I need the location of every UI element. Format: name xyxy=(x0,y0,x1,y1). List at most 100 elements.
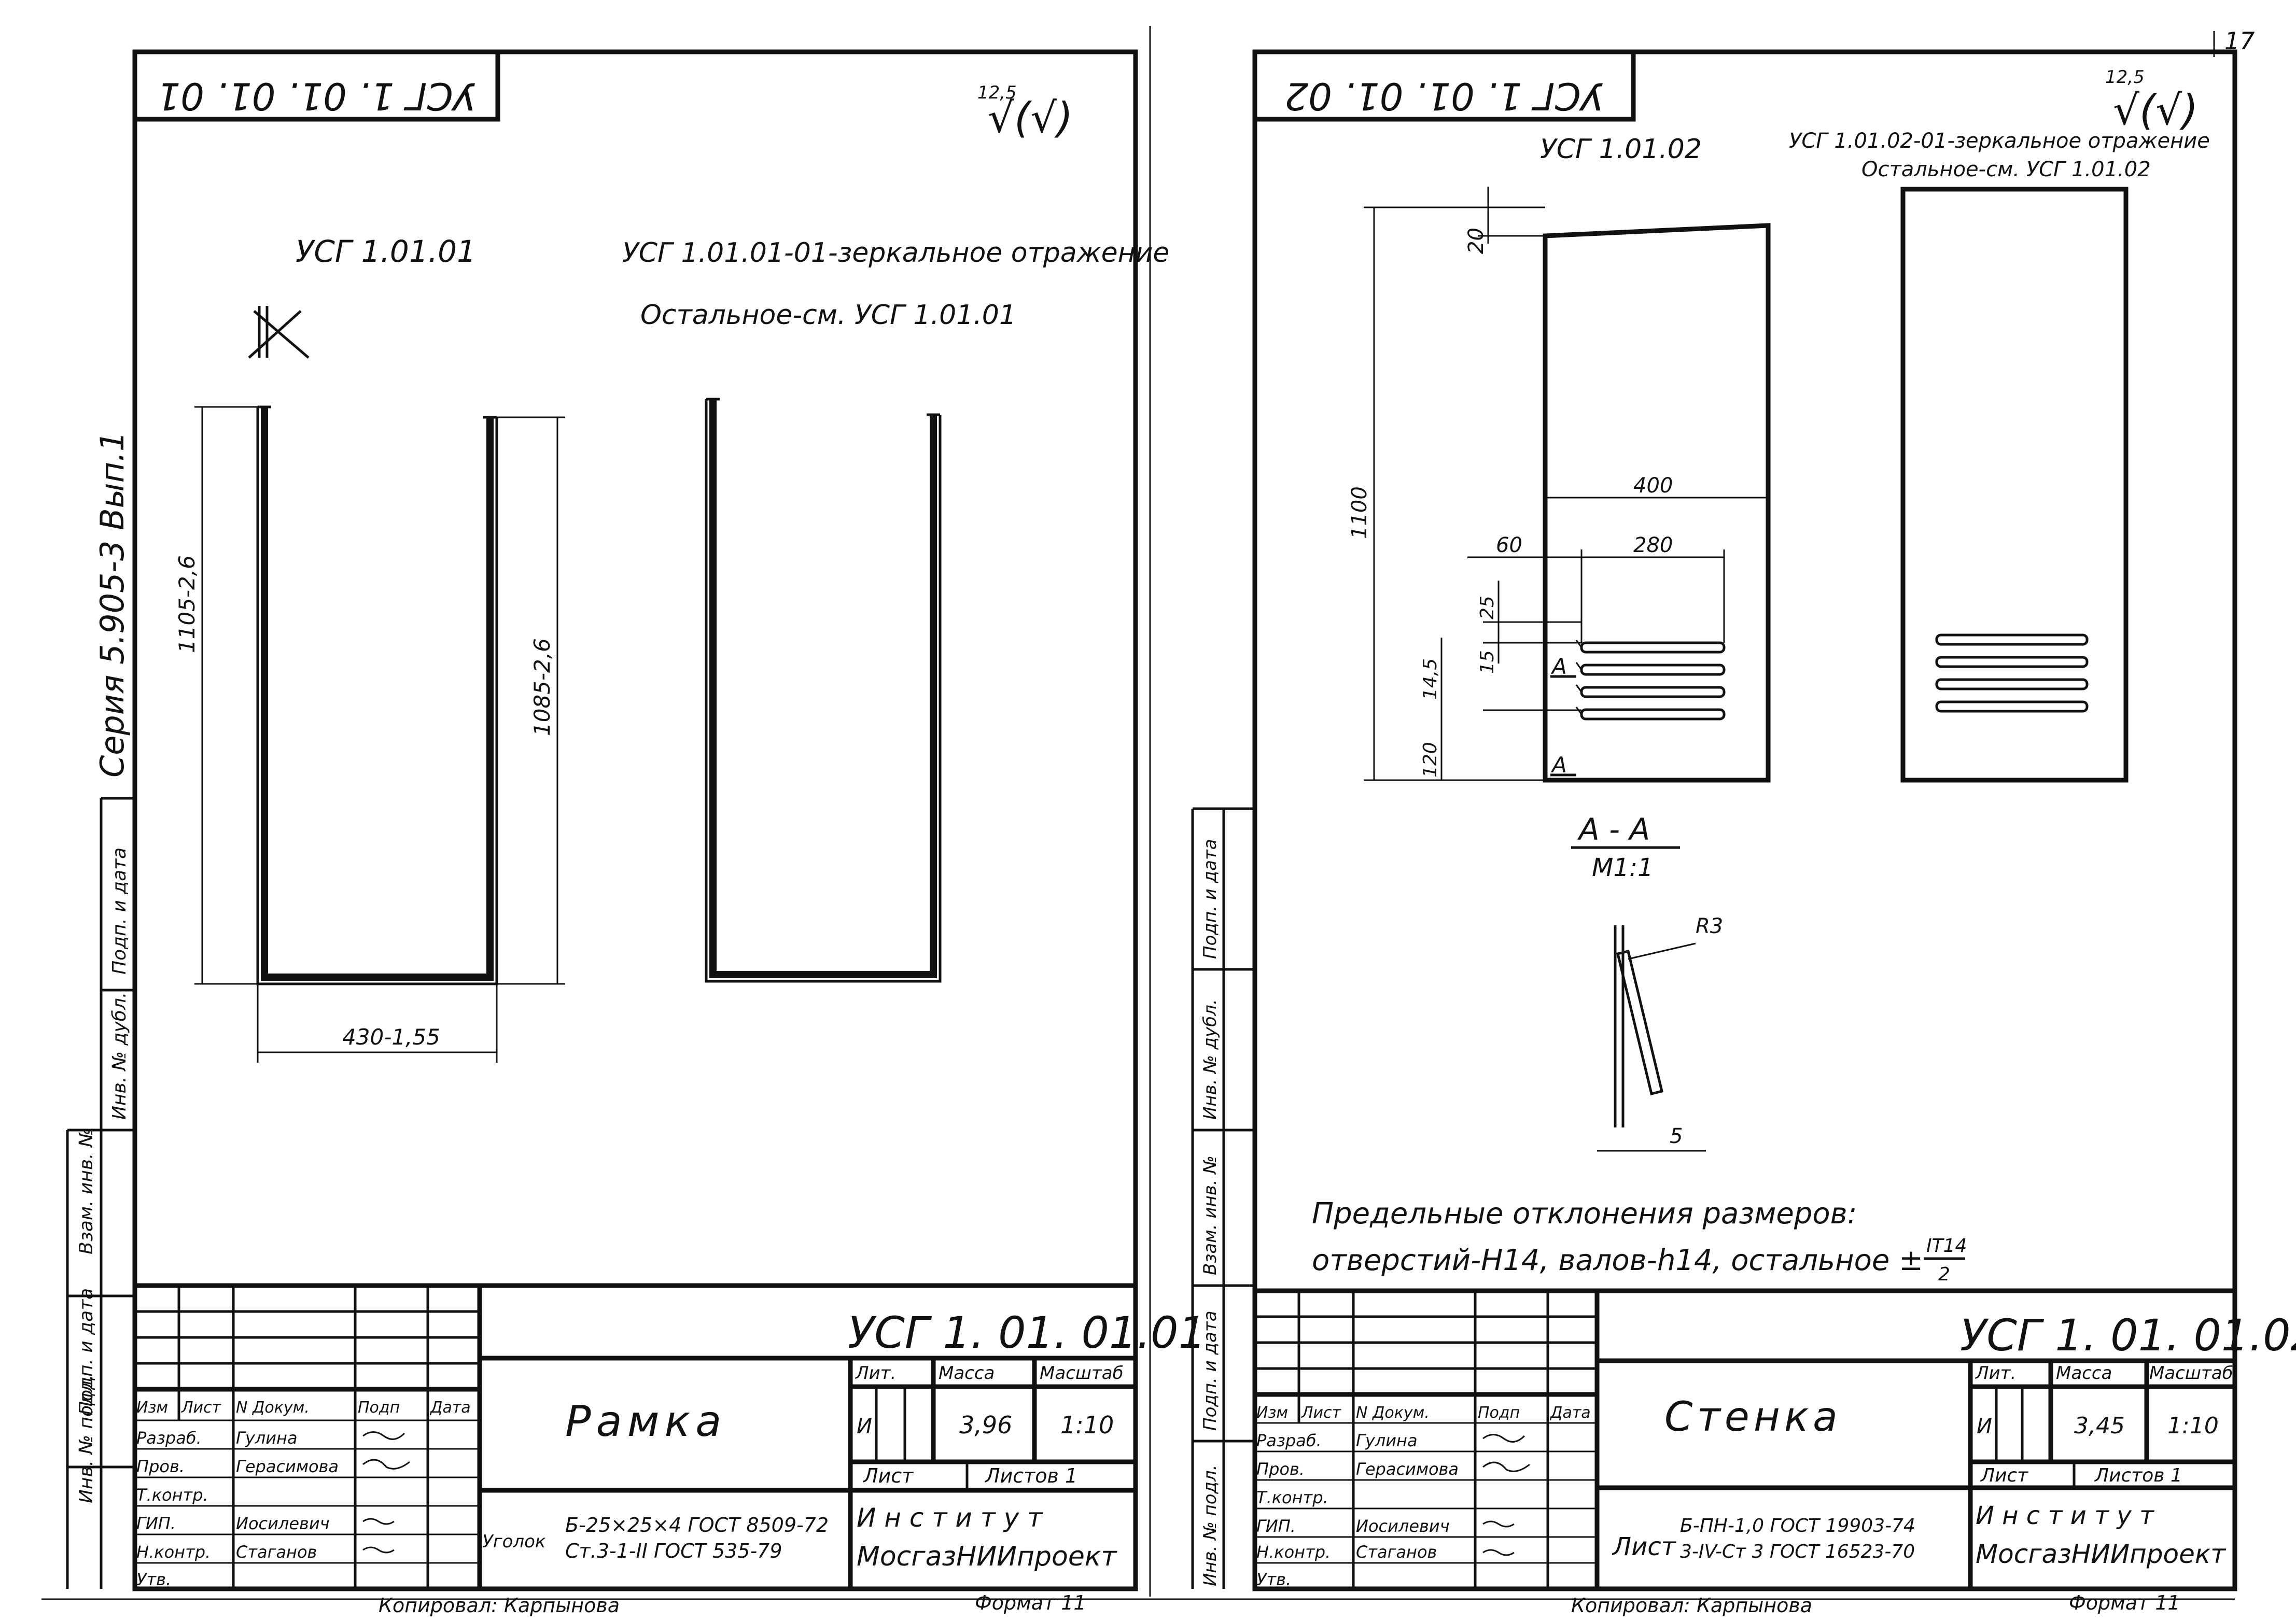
u-frame-mirror xyxy=(705,398,942,983)
part-name: Рамка xyxy=(565,1397,726,1446)
signature xyxy=(1482,1461,1530,1472)
role-razrab: Разраб. xyxy=(136,1428,202,1448)
role-prov-r: Пров. xyxy=(1256,1459,1305,1479)
dim-60: 60 xyxy=(1496,533,1522,557)
section-radius: R3 xyxy=(1696,914,1723,938)
stamp-podp-data: Подп. и дата xyxy=(76,1288,97,1415)
role-prov: Пров. xyxy=(136,1457,185,1476)
lit-value-r: И xyxy=(1977,1415,1992,1438)
stamp-inv-podl-r: Инв. № подл. xyxy=(1200,1464,1221,1586)
role-gip-r: ГИП. xyxy=(1256,1516,1296,1536)
signature xyxy=(362,1518,395,1525)
hdr-list-col-r: Лист xyxy=(1301,1404,1342,1422)
dim-height: 1100 xyxy=(1348,486,1371,539)
wall-plate-main xyxy=(1543,223,1771,783)
hdr-izm-r: Изм xyxy=(1256,1404,1288,1422)
view-title-other-r: Остальное-см. УСГ 1.01.02 xyxy=(1861,158,2151,181)
institute-line2: МосгазНИИпроект xyxy=(857,1541,1117,1572)
roughness-symbol: √(√) xyxy=(988,94,1073,142)
hdr-massa: Масса xyxy=(939,1363,995,1384)
section-a-a: А - А М1:1 R3 5 xyxy=(1571,812,1723,1152)
series-label: Серия 5.905-3 Вып.1 xyxy=(93,431,131,778)
format-label: Формат 11 xyxy=(975,1591,1086,1614)
role-utv: Утв. xyxy=(136,1570,171,1589)
dimensions-left: 1105-2,6 1085-2,6 430-1,55 xyxy=(174,406,565,1063)
copied-by: Копировал: Карпынова xyxy=(379,1594,620,1617)
hdr-podp-r: Подп xyxy=(1478,1404,1520,1422)
hdr-izm: Изм xyxy=(136,1399,168,1417)
tolerance-line2: отверстий-Н14, валов-h14, остальное ± xyxy=(1312,1244,1923,1277)
signature xyxy=(1482,1549,1515,1556)
stamp-podp-data-r: Подп. и дата xyxy=(1200,1310,1221,1431)
person-razrab: Гулина xyxy=(236,1428,298,1448)
role-nkontr: Н.контр. xyxy=(136,1542,211,1562)
hdr-massa-r: Масса xyxy=(2056,1363,2112,1384)
weld-symbol xyxy=(248,306,310,359)
top-stamp-code: УСГ 1. 01. 01. 01 xyxy=(157,74,475,118)
roughness-value-r: 12,5 xyxy=(2105,67,2145,88)
hdr-list-col: Лист xyxy=(181,1399,222,1417)
institute-line1: И н с т и т у т xyxy=(857,1503,1043,1533)
hdr-list: Лист xyxy=(862,1464,914,1487)
doc-code-r: УСГ 1. 01. 01.02 xyxy=(1960,1310,2296,1361)
cut-mark-bottom: А xyxy=(1550,752,1567,778)
stamp-vzam-r: Взам. инв. № xyxy=(1200,1155,1221,1275)
hdr-lit-r: Лит. xyxy=(1975,1363,2016,1384)
u-frame-main xyxy=(256,405,498,985)
hdr-masshtab: Масштаб xyxy=(1040,1363,1124,1384)
lit-value: И xyxy=(857,1415,872,1438)
hdr-ndokum: N Докум. xyxy=(236,1399,310,1417)
material-line2-r: 3-IV-Ст 3 ГОСТ 16523-70 xyxy=(1680,1541,1915,1562)
copied-by-r: Копировал: Карпынова xyxy=(1571,1594,1812,1617)
section-scale: М1:1 xyxy=(1592,853,1654,882)
hdr-data-r: Дата xyxy=(1549,1404,1591,1422)
signature xyxy=(1482,1520,1515,1528)
material-prefix-r: Лист xyxy=(1612,1532,1677,1561)
stamp-vzam: Взам. инв. № xyxy=(76,1128,97,1254)
tolerance-frac-den: 2 xyxy=(1938,1264,1950,1285)
role-tkontr: Т.контр. xyxy=(136,1485,208,1505)
person-gip: Иосилевич xyxy=(236,1514,330,1533)
signature xyxy=(362,1546,395,1554)
dim-width-r: 400 xyxy=(1633,474,1673,498)
hdr-ndokum-r: N Докум. xyxy=(1356,1404,1430,1422)
role-nkontr-r: Н.контр. xyxy=(1256,1542,1331,1562)
stamp-inv-dubl: Инв. № дубл. xyxy=(109,992,130,1120)
signature xyxy=(362,1459,410,1470)
institute-line2-r: МосгазНИИпроект xyxy=(1976,1539,2227,1569)
title-block-left: УСГ 1. 01. 01.01 Рамка Лит. Масса Масшта… xyxy=(132,1283,1206,1591)
dim-25: 25 xyxy=(1477,596,1498,619)
roughness-symbol-r: √(√) xyxy=(2113,86,2198,134)
person-prov-r: Герасимова xyxy=(1356,1459,1459,1479)
material-line1: Б-25×25×4 ГОСТ 8509-72 xyxy=(565,1514,829,1536)
hdr-listov-r: Листов 1 xyxy=(2094,1465,2182,1486)
view-title-main-r: УСГ 1.01.02 xyxy=(1540,134,1702,165)
person-nkontr: Стаганов xyxy=(236,1542,317,1562)
person-gip-r: Иосилевич xyxy=(1356,1516,1450,1536)
doc-code: УСГ 1. 01. 01.01 xyxy=(848,1307,1206,1358)
dim-height-left: 1105-2,6 xyxy=(174,555,200,653)
view-title-other: Остальное-см. УСГ 1.01.01 xyxy=(640,300,1016,331)
stamp-inv-dubl-r: Инв. № дубл. xyxy=(1200,999,1221,1120)
tolerance-line1: Предельные отклонения размеров: xyxy=(1312,1197,1857,1231)
dim-14-5: 14,5 xyxy=(1420,658,1441,700)
stamp-podp-data-r2: Подп. и дата xyxy=(1200,839,1221,959)
sheet-left: Инв. № подл. Подп. и дата Взам. инв. № И… xyxy=(66,49,1206,1617)
view-title-main: УСГ 1.01.01 xyxy=(296,234,476,269)
scale-value: 1:10 xyxy=(1060,1411,1114,1439)
format-label-r: Формат 11 xyxy=(2069,1591,2180,1614)
mass-value-r: 3,45 xyxy=(2074,1413,2125,1439)
hdr-podp: Подп xyxy=(358,1399,400,1417)
signature xyxy=(362,1431,405,1440)
dim-width: 430-1,55 xyxy=(342,1024,440,1050)
material-line2: Ст.3-1-II ГОСТ 535-79 xyxy=(565,1540,782,1562)
part-name-r: Стенка xyxy=(1664,1394,1842,1441)
person-prov: Герасимова xyxy=(236,1457,339,1476)
role-gip: ГИП. xyxy=(136,1514,176,1533)
material-line1-r: Б-ПН-1,0 ГОСТ 19903-74 xyxy=(1680,1515,1915,1536)
stamp-podp-data-2: Подп. и дата xyxy=(109,848,130,975)
cut-mark-top: А xyxy=(1550,654,1567,679)
dim-120: 120 xyxy=(1420,742,1441,778)
section-title: А - А xyxy=(1577,812,1650,847)
